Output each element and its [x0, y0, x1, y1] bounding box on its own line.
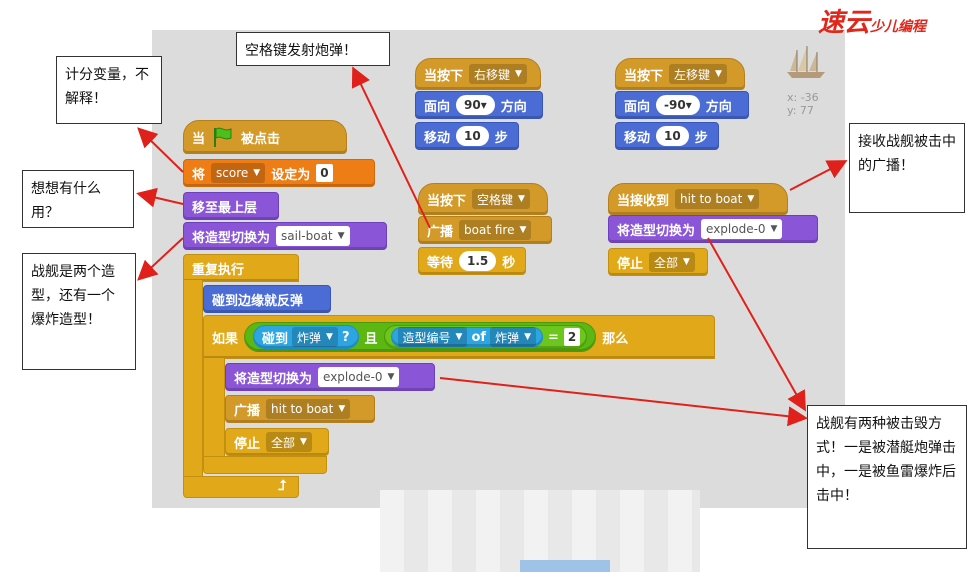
broadcast-block[interactable]: 广播 hit to boat▼: [225, 395, 375, 423]
when-right-key-block[interactable]: 当按下 右移键▼: [415, 58, 541, 90]
property-dropdown[interactable]: 造型编号▼: [397, 327, 468, 347]
equals-operator[interactable]: 造型编号▼ of 炸弹▼ = 2: [383, 325, 588, 349]
switch-costume-explode-block[interactable]: 将造型切换为 explode-0▼: [225, 363, 435, 391]
direction-input-left[interactable]: -90▾: [656, 95, 700, 115]
key-dropdown-left[interactable]: 左移键▼: [669, 64, 727, 84]
bounce-block[interactable]: 碰到边缘就反弹: [203, 285, 331, 313]
costume-dropdown-2[interactable]: explode-0▼: [318, 367, 400, 387]
if-block[interactable]: 如果 碰到 炸弹▼ ? 且 造型编号▼ of 炸弹▼ = 2 那么: [203, 315, 715, 359]
forever-arm: [183, 280, 203, 478]
forever-bottom: [183, 476, 299, 498]
if-arm: [203, 358, 225, 458]
move-steps-left-block[interactable]: 移动 10 步: [615, 122, 719, 150]
broadcast-fire-dropdown[interactable]: boat fire▼: [459, 220, 532, 240]
blurred-overlay: [380, 490, 700, 572]
note-go-front: 想想有什么用？: [22, 170, 134, 228]
set-variable-block[interactable]: 将 score▼ 设定为 0: [183, 159, 375, 187]
note-receive-broadcast: 接收战舰被击中的广播！: [849, 123, 965, 213]
loop-arrow-icon: ⮥: [278, 478, 287, 494]
steps-input-left[interactable]: 10: [656, 126, 689, 146]
if-bottom: [203, 456, 327, 474]
when-left-key-block[interactable]: 当按下 左移键▼: [615, 58, 745, 90]
touching-block[interactable]: 碰到 炸弹▼ ?: [253, 325, 359, 349]
note-space-fire: 空格键发射炮弹！: [236, 32, 390, 66]
when-receive-block[interactable]: 当接收到 hit to boat▼: [608, 183, 788, 215]
costume-dropdown[interactable]: sail-boat▼: [276, 226, 350, 246]
note-score-variable: 计分变量，不解释！: [56, 56, 162, 124]
compare-input[interactable]: 2: [563, 328, 581, 346]
wait-input[interactable]: 1.5: [459, 251, 497, 271]
forever-block[interactable]: 重复执行: [183, 254, 299, 282]
set-value-input[interactable]: 0: [316, 164, 333, 182]
note-two-ways: 战舰有两种被击毁方式！一是被潜艇炮弹击中，一是被鱼雷爆炸后击中！: [807, 405, 967, 549]
stop-recv-block[interactable]: 停止 全部▼: [608, 248, 708, 276]
object-dropdown[interactable]: 炸弹▼: [490, 327, 536, 347]
variable-dropdown[interactable]: score▼: [211, 163, 266, 183]
key-dropdown-space[interactable]: 空格键▼: [472, 189, 530, 209]
broadcast-fire-block[interactable]: 广播 boat fire▼: [418, 216, 552, 244]
switch-costume-recv-block[interactable]: 将造型切换为 explode-0▼: [608, 215, 818, 243]
steps-input-right[interactable]: 10: [456, 126, 489, 146]
receive-dropdown[interactable]: hit to boat▼: [675, 189, 760, 209]
direction-input-right[interactable]: 90▾: [456, 95, 495, 115]
when-flag-clicked-block[interactable]: 当 被点击: [183, 120, 347, 154]
ship-sprite-icon: [787, 46, 825, 78]
stop-all-block[interactable]: 停止 全部▼: [225, 428, 329, 456]
wait-block[interactable]: 等待 1.5 秒: [418, 247, 526, 275]
costume-recv-dropdown[interactable]: explode-0▼: [701, 219, 783, 239]
green-flag-icon: [214, 127, 232, 147]
go-to-front-block[interactable]: 移至最上层: [183, 192, 279, 220]
touching-dropdown[interactable]: 炸弹▼: [292, 327, 338, 347]
key-dropdown-right[interactable]: 右移键▼: [469, 64, 527, 84]
stop-recv-dropdown[interactable]: 全部▼: [649, 252, 695, 272]
point-direction-left-block[interactable]: 面向 -90▾ 方向: [615, 91, 749, 119]
stop-dropdown[interactable]: 全部▼: [266, 432, 312, 452]
switch-costume-block[interactable]: 将造型切换为 sail-boat▼: [183, 222, 387, 250]
broadcast-dropdown[interactable]: hit to boat▼: [266, 399, 351, 419]
note-costumes: 战舰是两个造型，还有一个爆炸造型！: [22, 253, 136, 370]
point-direction-right-block[interactable]: 面向 90▾ 方向: [415, 91, 543, 119]
move-steps-right-block[interactable]: 移动 10 步: [415, 122, 519, 150]
and-operator[interactable]: 碰到 炸弹▼ ? 且 造型编号▼ of 炸弹▼ = 2: [244, 322, 597, 352]
when-space-key-block[interactable]: 当按下 空格键▼: [418, 183, 548, 215]
costume-of-block[interactable]: 造型编号▼ of 炸弹▼: [390, 327, 543, 347]
brand-logo: 速云少儿编程: [818, 8, 927, 38]
